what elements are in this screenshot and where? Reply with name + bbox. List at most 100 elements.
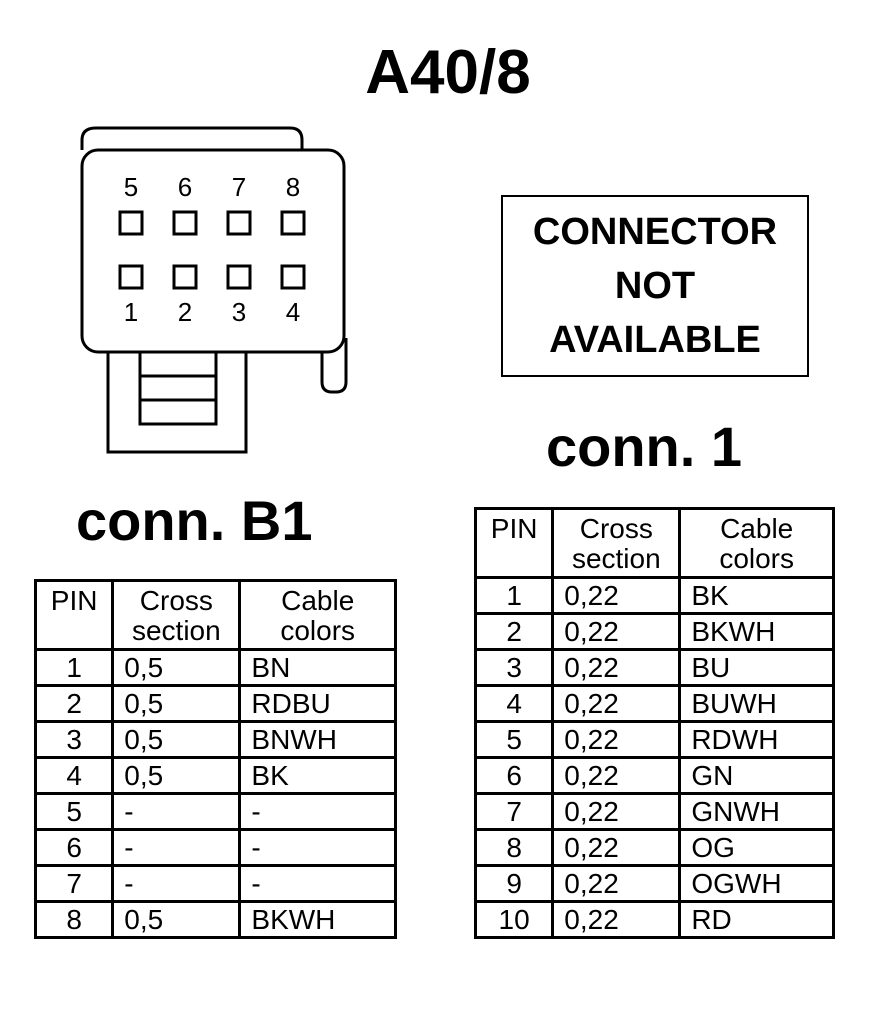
cable-color-cell: BUWH — [678, 684, 835, 723]
cross-section-cell: 0,22 — [551, 684, 682, 723]
pin-cell: 1 — [33, 648, 115, 687]
cable-color-cell: BKWH — [678, 612, 835, 651]
header-pin: PIN — [473, 507, 555, 579]
cross-section-cell: 0,22 — [551, 612, 682, 651]
cable-color-cell: BKWH — [238, 900, 397, 939]
pin-cell: 5 — [473, 720, 555, 759]
pin-cell: 10 — [473, 900, 555, 939]
connector-b1-label: conn. B1 — [76, 489, 313, 552]
cross-section-cell: 0,22 — [551, 828, 682, 867]
table-row: 5-- — [33, 792, 397, 831]
pin-cell: 6 — [473, 756, 555, 795]
cable-color-cell: BU — [678, 648, 835, 687]
cable-color-cell: RDWH — [678, 720, 835, 759]
cable-color-cell: GNWH — [678, 792, 835, 831]
connector-plug — [106, 352, 248, 454]
cable-color-cell: RD — [678, 900, 835, 939]
pin-label-8: 8 — [286, 172, 300, 202]
pin-label-1: 1 — [124, 297, 138, 327]
cross-section-cell: 0,22 — [551, 648, 682, 687]
connector-latch — [320, 338, 348, 394]
connector-front-face — [80, 148, 346, 354]
cable-color-cell: - — [238, 864, 397, 903]
cross-section-cell: 0,5 — [111, 684, 242, 723]
cable-color-cell: RDBU — [238, 684, 397, 723]
cross-section-cell: 0,5 — [111, 648, 242, 687]
cross-section-cell: 0,5 — [111, 756, 242, 795]
pin-cavities-bottom — [118, 264, 306, 290]
page-title: A40/8 — [365, 38, 531, 107]
cross-section-cell: 0,5 — [111, 720, 242, 759]
pin-cell: 8 — [473, 828, 555, 867]
cross-section-cell: 0,22 — [551, 756, 682, 795]
pin-label-4: 4 — [286, 297, 300, 327]
pin-cell: 4 — [33, 756, 115, 795]
connector-not-available-box: CONNECTOR NOT AVAILABLE — [501, 195, 809, 377]
table-row: 7-- — [33, 864, 397, 903]
pin-cell: 9 — [473, 864, 555, 903]
cable-color-cell: BK — [678, 576, 835, 615]
connector-back-housing — [80, 126, 304, 150]
cable-color-cell: BNWH — [238, 720, 397, 759]
cable-color-cell: GN — [678, 756, 835, 795]
cable-color-cell: - — [238, 828, 397, 867]
cross-section-cell: 0,22 — [551, 792, 682, 831]
cross-section-cell: - — [111, 828, 242, 867]
pin-label-5: 5 — [124, 172, 138, 202]
pin-cell: 4 — [473, 684, 555, 723]
cable-color-cell: OG — [678, 828, 835, 867]
pin-cell: 3 — [33, 720, 115, 759]
pin-cell: 3 — [473, 648, 555, 687]
cross-section-cell: 0,22 — [551, 900, 682, 939]
pin-cell: 7 — [33, 864, 115, 903]
pin-cell: 6 — [33, 828, 115, 867]
pin-cell: 5 — [33, 792, 115, 831]
cable-color-cell: - — [238, 792, 397, 831]
pin-cavities-top — [118, 210, 306, 236]
cross-section-cell: - — [111, 792, 242, 831]
pin-cell: 7 — [473, 792, 555, 831]
connector-1-label: conn. 1 — [546, 415, 743, 478]
pin-cell: 2 — [473, 612, 555, 651]
cross-section-cell: 0,22 — [551, 864, 682, 903]
pin-label-7: 7 — [232, 172, 246, 202]
connector-plug-inner — [138, 350, 218, 426]
pin-cell: 1 — [473, 576, 555, 615]
cable-color-cell: BN — [238, 648, 397, 687]
cross-section-cell: - — [111, 864, 242, 903]
pin-label-3: 3 — [232, 297, 246, 327]
cable-color-cell: BK — [238, 756, 397, 795]
cross-section-cell: 0,5 — [111, 900, 242, 939]
cable-color-cell: OGWH — [678, 864, 835, 903]
not-available-line-1: CONNECTOR — [532, 211, 778, 253]
not-available-line-2: NOT — [614, 265, 696, 307]
table-row: 6-- — [33, 828, 397, 867]
pin-cell: 8 — [33, 900, 115, 939]
pin-cell: 2 — [33, 684, 115, 723]
pin-label-6: 6 — [178, 172, 192, 202]
